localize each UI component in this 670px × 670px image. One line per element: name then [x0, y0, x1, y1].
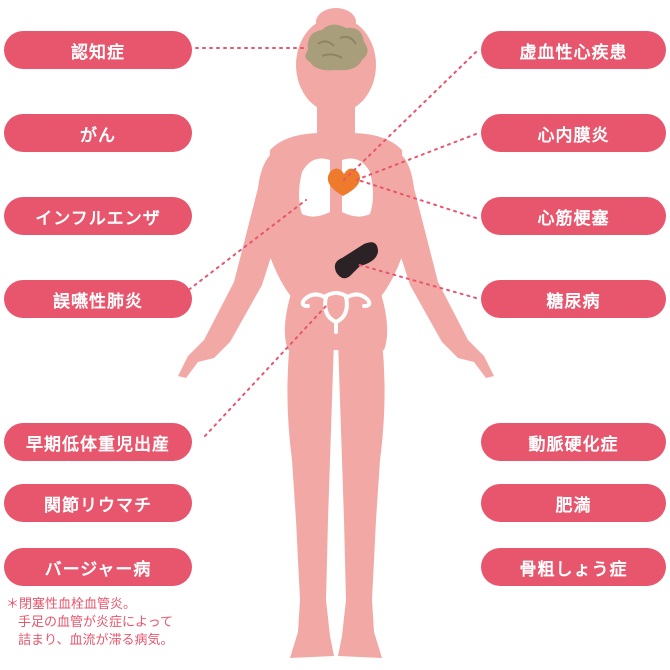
- footnote-line-1: ＊閉塞性血栓血管炎。: [6, 597, 137, 612]
- label-endocarditis: 心内膜炎: [481, 114, 666, 152]
- brain-icon: [305, 24, 368, 71]
- label-dementia: 認知症: [4, 31, 192, 69]
- heart-icon: [327, 168, 361, 196]
- footnote: ＊閉塞性血栓血管炎。 手足の血管が炎症によって 詰まり、血流が滞る病気。: [6, 596, 306, 650]
- pancreas-icon: [334, 242, 378, 279]
- footnote-line-3: 詰まり、血流が滞る病気。: [18, 633, 174, 648]
- uterus-icon: [300, 291, 372, 334]
- label-low-birth-weight: 早期低体重児出産: [4, 423, 192, 461]
- footnote-line-2: 手足の血管が炎症によって: [18, 615, 173, 630]
- connector-lines: [177, 47, 477, 437]
- label-osteoporosis: 骨粗しょう症: [481, 548, 666, 586]
- label-ischemic-heart-disease: 虚血性心疾患: [481, 31, 666, 69]
- label-buerger-disease: バージャー病: [4, 548, 192, 586]
- label-arteriosclerosis: 動脈硬化症: [481, 423, 666, 461]
- label-influenza: インフルエンザ: [4, 197, 192, 235]
- label-cancer: がん: [4, 114, 192, 152]
- label-myocardial-infarction: 心筋梗塞: [481, 197, 666, 235]
- label-diabetes: 糖尿病: [481, 280, 666, 318]
- label-aspiration-pneumonia: 誤嚥性肺炎: [4, 280, 192, 318]
- label-obesity: 肥満: [481, 484, 666, 522]
- label-rheumatoid-arthritis: 関節リウマチ: [4, 484, 192, 522]
